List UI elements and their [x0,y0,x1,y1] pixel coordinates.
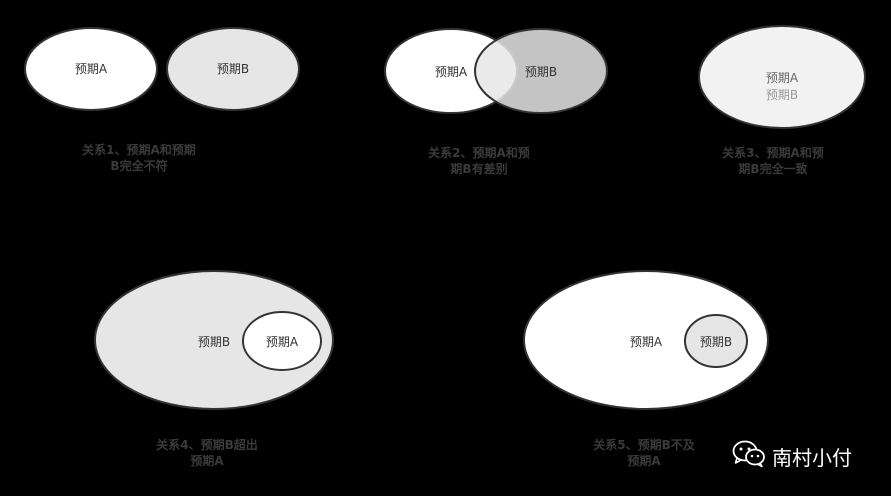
label-expectation-b: 预期B [700,335,732,349]
label-expectation-b: 预期B [198,335,230,349]
caption-relation-3: 关系3、预期A和预 期B完全一致 [688,145,858,177]
label-expectation-a: 预期A [435,65,468,79]
label-expectation-a: 预期A [630,335,663,349]
caption-relation-1: 关系1、预期A和预期 B完全不符 [54,142,224,174]
label-expectation-b: 预期B [217,62,249,76]
label-expectation-a: 预期A [766,71,799,85]
relation-2-diagram: 预期A 预期B [384,28,608,114]
caption-line: 期B有差别 [450,162,508,176]
ellipse-expectation-b [474,28,608,114]
caption-relation-4: 关系4、预期B超出 预期A [122,437,292,469]
label-expectation-a: 预期A [266,335,299,349]
ellipse-expectation-b [94,270,334,410]
label-expectation-a: 预期A [75,62,108,76]
ellipse-expectation-a [242,311,322,371]
caption-line: 关系2、预期A和预 [428,146,530,160]
ellipse-expectation-a [24,27,158,111]
caption-line: 预期A [190,454,224,468]
caption-relation-2: 关系2、预期A和预 期B有差别 [394,145,564,177]
caption-line: 关系4、预期B超出 [156,438,258,452]
caption-line: 关系5、预期B不及 [593,438,695,452]
ellipse-expectation-ab [698,25,866,129]
caption-line: 期B完全一致 [738,162,808,176]
ellipse-expectation-b [166,27,300,111]
caption-line: 关系1、预期A和预期 [82,143,196,157]
relation-4-diagram: 预期B 预期A [94,270,334,410]
caption-line: 关系3、预期A和预 [722,146,824,160]
relation-3-diagram: 预期A 预期B [698,25,866,129]
watermark: 南村小付 [732,440,852,472]
caption-line: B完全不符 [110,159,168,173]
caption-line: 预期A [627,454,661,468]
relation-1-diagram: 预期A 预期B [24,27,300,111]
label-expectation-b: 预期B [766,88,798,102]
ellipse-expectation-a [523,270,769,410]
watermark-text: 南村小付 [772,445,852,470]
caption-relation-5: 关系5、预期B不及 预期A [559,437,729,469]
ellipse-expectation-b [684,314,748,368]
relation-5-diagram: 预期A 预期B [523,270,769,410]
wechat-icon [732,440,766,472]
label-expectation-b: 预期B [525,65,557,79]
